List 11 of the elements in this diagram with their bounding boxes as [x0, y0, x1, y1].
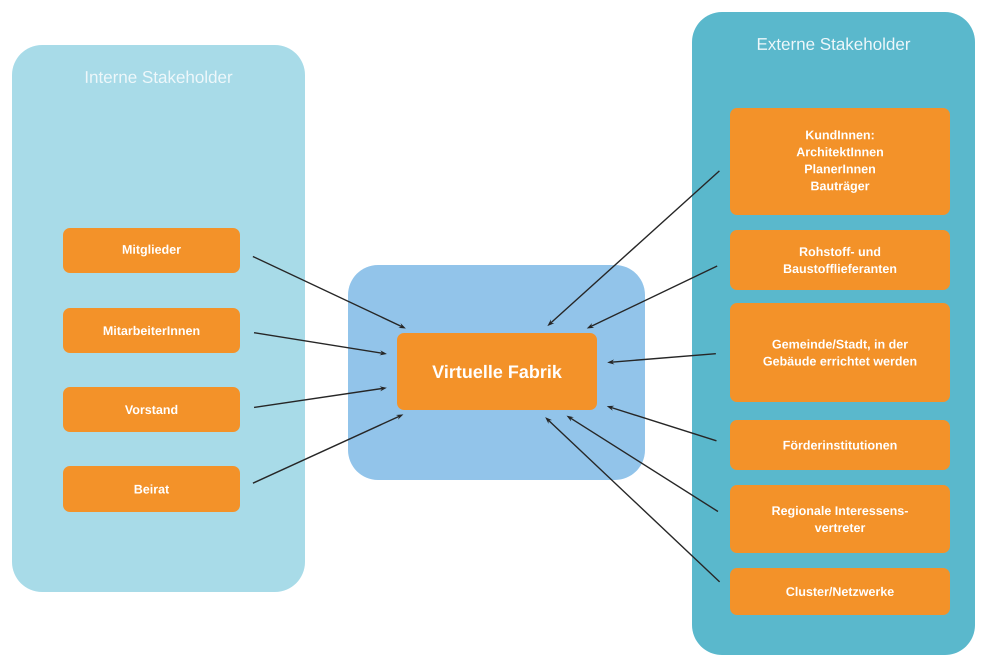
stakeholder-box: Mitglieder [63, 228, 240, 273]
stakeholder-box: Förderinstitutionen [730, 420, 950, 470]
stakeholder-box: Regionale Interessens- vertreter [730, 485, 950, 553]
stakeholder-box: Rohstoff- und Baustofflieferanten [730, 230, 950, 290]
center-box: Virtuelle Fabrik [397, 333, 597, 410]
stakeholder-box: KundInnen: ArchitektInnen PlanerInnen Bauträger [730, 108, 950, 215]
stakeholder-box: Cluster/Netzwerke [730, 568, 950, 615]
stakeholder-box: Beirat [63, 466, 240, 512]
stakeholder-box: MitarbeiterInnen [63, 308, 240, 353]
stakeholder-box: Vorstand [63, 387, 240, 432]
stakeholder-box: Gemeinde/Stadt, in der Gebäude errichtet werden [730, 303, 950, 402]
